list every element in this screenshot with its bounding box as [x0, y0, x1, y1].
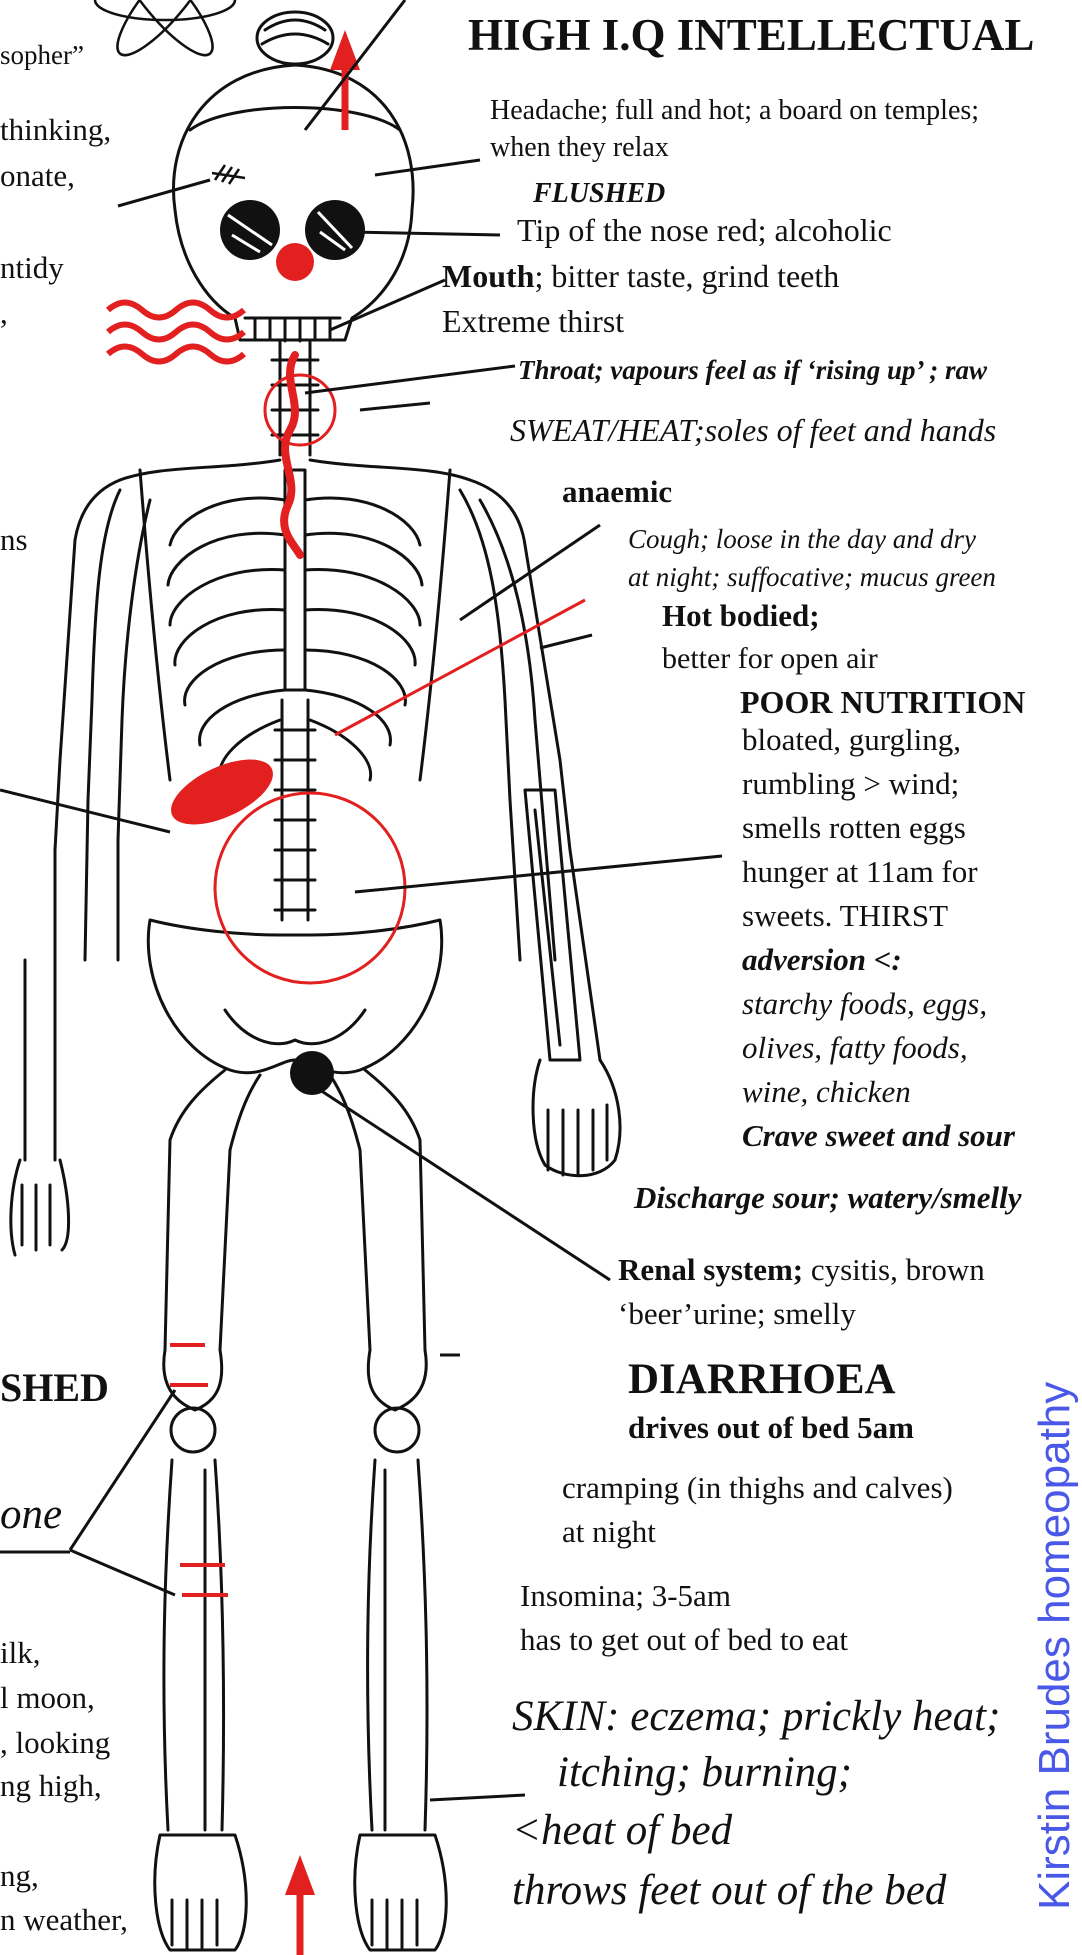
diarrhoea-heading: DIARRHOEA	[628, 1355, 896, 1404]
red-nose	[276, 243, 314, 281]
renal-text-2: ‘beer’urine; smelly	[618, 1296, 856, 1332]
headache-text-2: when they relax	[490, 132, 669, 164]
thirst-text: Extreme thirst	[442, 303, 624, 340]
atom-doodle	[95, 0, 235, 66]
sweat-text: SWEAT/HEAT;soles of feet and hands	[510, 412, 996, 449]
cough-text-2: at night; suffocative; mucus green	[628, 562, 996, 593]
mouth-text: Mouth; bitter taste, grind teeth	[442, 258, 839, 295]
left-fragment-3: ntidy	[0, 250, 64, 286]
nutrition-line-1: bloated, gurgling,	[742, 722, 961, 758]
left-bottom-2: l moon,	[0, 1680, 95, 1716]
pelvic-dot	[290, 1051, 334, 1095]
left-fragment-4: ,	[0, 295, 8, 331]
nutrition-line-2: rumbling > wind;	[742, 766, 959, 802]
skin-text-3: <heat of bed	[512, 1806, 732, 1855]
page-title: HIGH I.Q INTELLECTUAL	[468, 10, 1034, 62]
drives-out-text: drives out of bed 5am	[628, 1410, 914, 1446]
left-fragment-1: thinking,	[0, 112, 111, 148]
left-fragment-quote: sopher”	[0, 40, 84, 71]
left-bone-fragment: one	[0, 1490, 62, 1539]
renal-rest: cysitis, brown	[803, 1252, 985, 1287]
mouth-bold: Mouth	[442, 258, 534, 294]
left-bottom-5: ng,	[0, 1858, 39, 1894]
left-fragment-2: onate,	[0, 158, 75, 194]
skin-text-2: itching; burning;	[557, 1748, 852, 1797]
aversion-heading: adversion <:	[742, 942, 902, 978]
hot-bodied-text: Hot bodied;	[662, 598, 820, 634]
red-liver	[162, 746, 283, 838]
insomnia-text-2: has to get out of bed to eat	[520, 1622, 848, 1658]
left-bottom-3: , looking	[0, 1725, 110, 1761]
nutrition-line-3: smells rotten eggs	[742, 810, 966, 846]
cramp-text-1: cramping (in thighs and calves)	[562, 1470, 953, 1506]
watermark: Kirstin Brudes homeopathy	[1030, 1382, 1080, 1910]
nutrition-line-5: sweets. THIRST	[742, 898, 948, 934]
stitch-mark	[212, 165, 245, 184]
nutrition-line-4: hunger at 11am for	[742, 854, 978, 890]
open-air-text: better for open air	[662, 642, 878, 677]
renal-text-1: Renal system; cysitis, brown	[618, 1252, 985, 1288]
left-bottom-1: ilk,	[0, 1635, 40, 1671]
cough-text-1: Cough; loose in the day and dry	[628, 524, 976, 555]
cramp-text-2: at night	[562, 1514, 656, 1550]
left-flushed-fragment: SHED	[0, 1365, 109, 1411]
left-bottom-4: ng high,	[0, 1768, 102, 1804]
throat-text: Throat; vapours feel as if ‘rising up’ ;…	[518, 355, 987, 386]
left-fragment-5: ns	[0, 522, 28, 558]
skin-text-4: throws feet out of the bed	[512, 1866, 946, 1915]
crave-text: Crave sweet and sour	[742, 1118, 1015, 1154]
skin-text-1: SKIN: eczema; prickly heat;	[512, 1692, 1000, 1741]
flushed-label: FLUSHED	[533, 178, 665, 210]
insomnia-text-1: Insomina; 3-5am	[520, 1578, 731, 1614]
aversion-line-1: starchy foods, eggs,	[742, 986, 987, 1022]
aversion-line-3: wine, chicken	[742, 1074, 911, 1110]
aversion-line-2: olives, fatty foods,	[742, 1030, 968, 1066]
mouth-rest: ; bitter taste, grind teeth	[534, 258, 839, 294]
discharge-text: Discharge sour; watery/smelly	[634, 1180, 1022, 1216]
anaemic-text: anaemic	[562, 474, 672, 510]
headache-text-1: Headache; full and hot; a board on templ…	[490, 95, 979, 127]
left-bottom-6: n weather,	[0, 1902, 128, 1938]
poor-nutrition-heading: POOR NUTRITION	[740, 684, 1025, 721]
renal-bold: Renal system;	[618, 1252, 803, 1287]
nose-text: Tip of the nose red; alcoholic	[517, 212, 892, 249]
